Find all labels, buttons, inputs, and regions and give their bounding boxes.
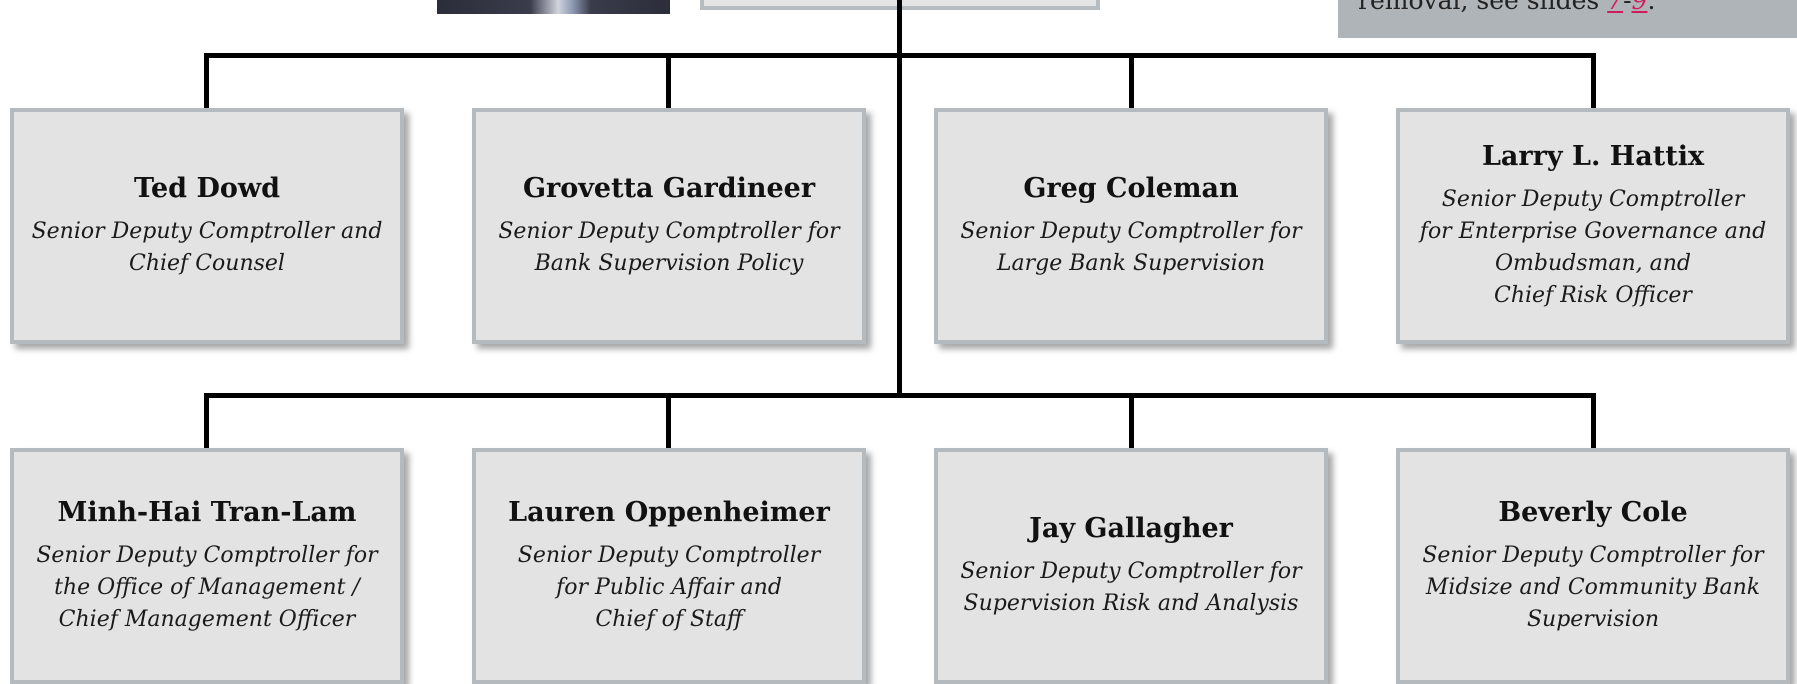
person-name: Beverly Cole [1498,496,1688,528]
org-card-minh-hai-tran-lam: Minh-Hai Tran-Lam Senior Deputy Comptrol… [10,448,404,684]
org-card-jay-gallagher: Jay Gallagher Senior Deputy Comptroller … [934,448,1328,684]
person-title: Senior Deputy Comptroller for the Office… [36,542,378,632]
trunk-line [897,0,902,398]
org-card-greg-coleman: Greg Coleman Senior Deputy Comptroller f… [934,108,1328,344]
org-card-larry-hattix: Larry L. Hattix Senior Deputy Comptrolle… [1396,108,1790,344]
row2-drop-line [1129,393,1134,450]
person-name: Jay Gallagher [1029,512,1233,544]
row2-drop-line [1591,393,1596,450]
person-title: Senior Deputy Comptroller for Bank Super… [498,218,840,276]
note-suffix: . [1647,0,1656,15]
person-title: Senior Deputy Comptroller and Chief Coun… [31,218,383,276]
note-prefix: removal, see slides [1358,0,1608,15]
person-title: Senior Deputy Comptroller for Supervisio… [960,558,1302,616]
row1-bus-line [204,53,1596,58]
slide-link-start[interactable]: 7 [1607,0,1624,15]
person-title: Senior Deputy Comptroller for Enterprise… [1419,186,1767,308]
row1-drop-line [1129,53,1134,110]
row2-drop-line [204,393,209,450]
person-title: Senior Deputy Comptroller for Public Aff… [517,542,821,632]
row1-drop-line [1591,53,1596,110]
note-box: removal, see slides 7-9. [1338,0,1797,38]
row2-drop-line [666,393,671,450]
person-title: Senior Deputy Comptroller for Large Bank… [960,218,1302,276]
row1-drop-line [666,53,671,110]
note-separator: - [1623,0,1632,15]
row2-bus-line [204,393,1596,398]
row1-drop-line [204,53,209,110]
org-card-beverly-cole: Beverly Cole Senior Deputy Comptroller f… [1396,448,1790,684]
person-name: Larry L. Hattix [1481,140,1705,172]
person-name: Lauren Oppenheimer [508,496,830,528]
org-card-ted-dowd: Ted Dowd Senior Deputy Comptroller and C… [10,108,404,344]
person-name: Grovetta Gardineer [522,172,816,204]
person-name: Minh-Hai Tran-Lam [57,496,357,528]
note-text: removal, see slides 7-9. [1358,0,1655,15]
person-title: Senior Deputy Comptroller for Midsize an… [1422,542,1764,632]
person-name: Greg Coleman [1023,172,1239,204]
executive-photo [437,0,670,14]
slide-link-end[interactable]: 9 [1631,0,1648,15]
org-card-lauren-oppenheimer: Lauren Oppenheimer Senior Deputy Comptro… [472,448,866,684]
person-name: Ted Dowd [134,172,280,204]
org-card-grovetta-gardineer: Grovetta Gardineer Senior Deputy Comptro… [472,108,866,344]
